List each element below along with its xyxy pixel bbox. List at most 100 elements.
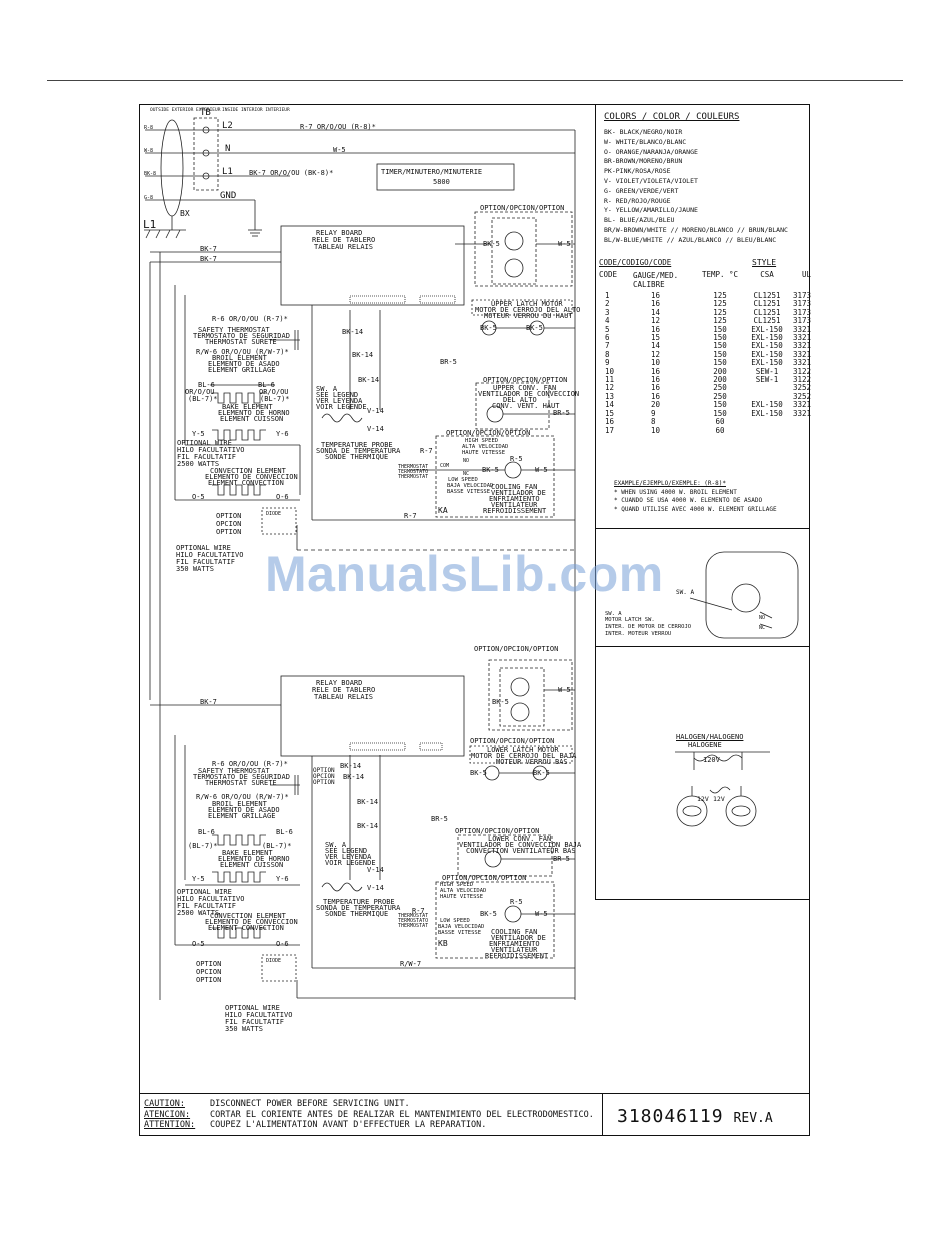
code-table-cell: 3321 — [792, 408, 811, 418]
lower-low-l1: LOW SPEED — [440, 918, 470, 924]
l2-label: L2 — [222, 121, 233, 131]
code-table-cell: 150 — [713, 358, 727, 368]
timer-box — [376, 163, 515, 191]
lower-bl6-b: BL-6 — [276, 828, 293, 836]
code-table-cell: 15 — [651, 333, 661, 343]
lower-conv-el-l1: CONVECTION ELEMENT — [210, 912, 286, 920]
code-table-cell — [747, 418, 787, 426]
lower-safety-l3: THERMOSTAT SURETE — [205, 779, 277, 787]
code-table-cell: 3 — [605, 307, 610, 317]
wire-bk7-label: BK-7 OR/O/OU (BK-8)* — [249, 169, 334, 177]
upper-opt3-l2: OPCION — [216, 520, 242, 528]
lower-broil-l1: BROIL ELEMENT — [212, 800, 267, 808]
code-table-cell: 16 — [651, 391, 661, 401]
upper-relay-board — [280, 225, 465, 306]
code-table-cell: 125 — [713, 316, 727, 326]
wire-bk7-a: BK-7 — [200, 245, 217, 253]
upper-low-l1: LOW SPEED — [448, 477, 478, 483]
upper-conv-l2: VENTILADOR DE CONVECCION — [478, 390, 580, 398]
upper-conv-el-l1: CONVECTION ELEMENT — [210, 467, 286, 475]
code-table-cell: 5 — [605, 324, 610, 334]
page-top-rule — [47, 80, 903, 81]
upper-bk14-c: BK-14 — [358, 376, 380, 384]
code-table-cell: 17 — [605, 425, 615, 435]
lower-latch-bk5-a: BK-5 — [470, 769, 487, 777]
upper-opt-w5: W-5 — [558, 240, 571, 248]
code-table-cell: 3173 — [792, 307, 811, 317]
code-table-cell: 3173 — [792, 316, 811, 326]
lower-cool-l4: VENTILATEUR — [491, 946, 538, 954]
lower-bk7: BK-7 — [200, 698, 217, 706]
gnd-label: GND — [220, 191, 237, 201]
motor-latch-l1: MOTOR LATCH SW. — [605, 617, 655, 623]
code-table-cell: 3173 — [792, 299, 811, 309]
code-table-cell — [787, 418, 811, 426]
lower-probe-l1: TEMPERATURE PROBE — [323, 898, 395, 906]
code-table-cell: 1 — [605, 291, 610, 300]
code-table-cell: CL1251 — [753, 316, 781, 326]
code-table-cell: CL1251 — [753, 291, 781, 300]
code-table-cell: 12 — [605, 383, 615, 393]
hdr-ul: UL — [801, 270, 811, 279]
upper-diode: DIODE — [266, 511, 282, 517]
upper-conv-l3: DEL ALTO — [503, 396, 537, 404]
partno-divider — [602, 1093, 603, 1136]
upper-swa-l2: SEE LEGEND — [316, 391, 359, 399]
code-table-cell: 125 — [713, 299, 727, 309]
l1-label: L1 — [222, 167, 233, 177]
code-table-cell: EXL-150 — [751, 408, 783, 418]
code-table-cell: 3321 — [792, 358, 811, 368]
code-table-cell: 16 — [651, 291, 661, 300]
code-table-title: CODE/CODIGO/CODE — [599, 258, 672, 267]
upper-bl7-a: (BL-7)* — [188, 395, 218, 403]
code-table-cell: EXL-150 — [751, 341, 783, 351]
upper-cf-bk5: BK-5 — [482, 466, 499, 474]
lower-r6: R-6 OR/O/OU (R-7)* — [212, 760, 288, 768]
code-table-cell: EXL-150 — [751, 349, 783, 359]
lower-optwire2-l2: HILO FACULTATIVO — [225, 1011, 293, 1019]
lower-relay-board — [280, 675, 465, 757]
motor-latch-sw-label: SW. A — [605, 611, 622, 617]
terminal-n — [202, 149, 210, 157]
code-table-cell: 2 — [605, 299, 610, 309]
lower-broil-l3: ELEMENT GRILLAGE — [208, 812, 276, 820]
upper-low-l2: BAJA VELOCIDAD — [447, 483, 494, 489]
upper-cooling-fan-box — [435, 435, 555, 518]
upper-low-l3: BASSE VITESSE — [447, 489, 491, 495]
example-note: EXAMPLE/EJEMPLO/EXEMPLE: (R-8)* * WHEN U… — [614, 480, 777, 514]
lower-optwire2-l4: 350 WATTS — [225, 1025, 263, 1033]
code-table-cell: 200 — [713, 366, 727, 376]
upper-optwire2-l2: HILO FACULTATIVO — [176, 551, 244, 559]
motor-latch-sw: SW. A — [676, 589, 695, 596]
lower-diode: DIODE — [266, 958, 282, 964]
lower-r7: R-7 — [412, 907, 425, 915]
upper-swa-l3: VER LEYENDA — [316, 397, 363, 405]
upper-relay-l2: RELE DE TABLERO — [312, 236, 376, 244]
code-table-cell: 150 — [713, 341, 727, 351]
code-table-cell: 9 — [651, 408, 656, 418]
lower-optwire-l1: OPTIONAL WIRE — [177, 888, 232, 896]
caution-es: CORTAR EL CORIENTE ANTES DE REALIZAR EL … — [210, 1109, 594, 1120]
upper-optwire-l2: HILO FACULTATIVO — [177, 446, 245, 454]
lower-relay-l2: RELE DE TABLERO — [312, 686, 376, 694]
upper-latch-l1: UPPER LATCH MOTOR — [491, 300, 563, 308]
lower-opt3-l2: OPCION — [196, 968, 222, 976]
code-table-cell: 150 — [713, 349, 727, 359]
upper-safety-l2: TERMOSTATO DE SEGURIDAD — [193, 332, 290, 340]
code-table-cell: 4 — [605, 316, 610, 326]
manualslib-watermark: ManualsLib.com — [265, 546, 664, 602]
code-table-cell: EXL-150 — [751, 324, 783, 334]
lower-probe-l2: SONDA DE TEMPERATURA — [316, 904, 401, 912]
upper-br5-a: BR-5 — [440, 358, 457, 366]
code-table-cell: 125 — [713, 291, 727, 300]
lower-conv-l2: VENTILADOR DE CONVECCION BAJA — [459, 841, 582, 849]
upper-probe-l3: SONDE THERMIQUE — [325, 453, 389, 461]
lower-low-l2: BAJA VELOCIDAD — [438, 924, 485, 930]
upper-latch-motor-box — [471, 299, 573, 316]
hdr-gauge: GAUGE/MED. CALIBRE — [633, 271, 679, 289]
lower-opt-bk5: BK-5 — [492, 698, 509, 706]
